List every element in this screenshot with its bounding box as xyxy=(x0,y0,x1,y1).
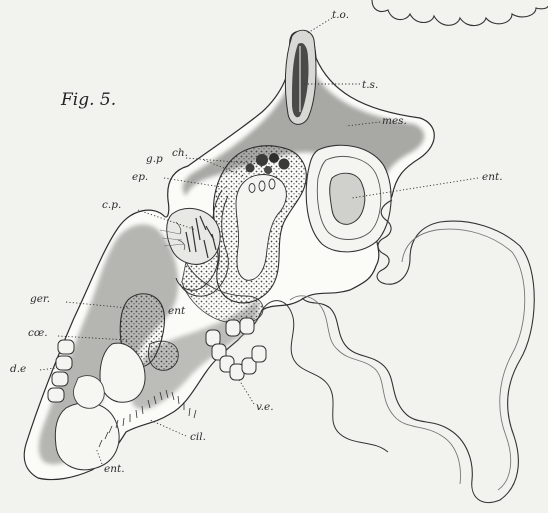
lower-cavity xyxy=(55,403,119,470)
label-ep: ep. xyxy=(132,171,148,183)
label-ent-bottom: ent. xyxy=(104,463,125,475)
label-mes: mes. xyxy=(382,115,407,127)
label-de: d.e xyxy=(10,363,26,375)
label-gp: g.p xyxy=(146,153,163,165)
label-ve: v.e. xyxy=(256,401,274,413)
label-ts: t.s. xyxy=(362,79,378,91)
figure-title: Fig. 5. xyxy=(60,90,116,110)
label-coe: cœ. xyxy=(28,327,48,339)
label-to: t.o. xyxy=(332,9,349,21)
label-cp: c.p. xyxy=(102,199,121,211)
label-cil: cil. xyxy=(190,431,206,443)
label-ent-inner: ent xyxy=(168,305,186,317)
enteron-lumen xyxy=(330,173,365,224)
label-ent-right: ent. xyxy=(482,171,503,183)
label-ch: ch. xyxy=(172,147,188,159)
cloud-outline xyxy=(372,0,548,26)
label-ger: ger. xyxy=(30,293,50,305)
